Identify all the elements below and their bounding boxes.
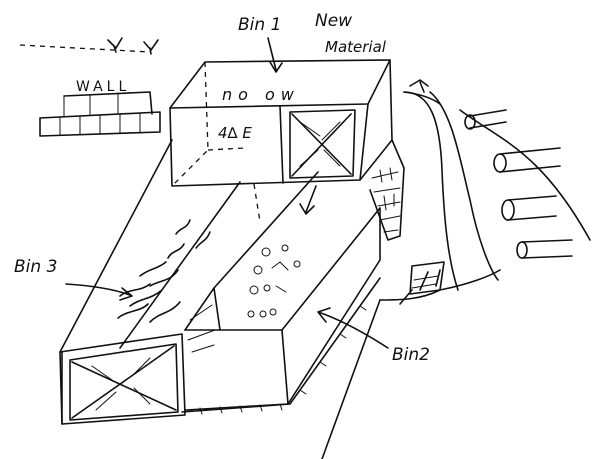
bin1-label-arrow bbox=[267, 37, 283, 73]
bin3-label-arrow bbox=[65, 283, 133, 301]
bin2-label-arrow bbox=[317, 307, 389, 349]
small-structure bbox=[399, 261, 445, 305]
new-material-label-line2: Material bbox=[325, 38, 387, 56]
bin2-label: Bin2 bbox=[392, 345, 430, 365]
bin2-material bbox=[247, 244, 301, 318]
wall-label: WALL bbox=[76, 79, 130, 95]
bin1-label: Bin 1 bbox=[238, 15, 281, 35]
bin-1: no ow 4∆ E bbox=[169, 59, 393, 187]
plant-marks bbox=[107, 37, 429, 93]
wall: WALL bbox=[39, 79, 161, 137]
brick-column bbox=[369, 139, 405, 241]
cylinders bbox=[464, 109, 573, 259]
bin1-front-scribble: 4∆ E bbox=[218, 124, 252, 142]
new-material-label-line1: New bbox=[315, 11, 352, 31]
bin3-label: Bin 3 bbox=[14, 257, 57, 277]
bin1-top-scribble: no ow bbox=[222, 85, 300, 104]
enclosure bbox=[59, 139, 381, 459]
horizon-dash bbox=[19, 44, 151, 53]
bin3-material bbox=[117, 219, 211, 323]
